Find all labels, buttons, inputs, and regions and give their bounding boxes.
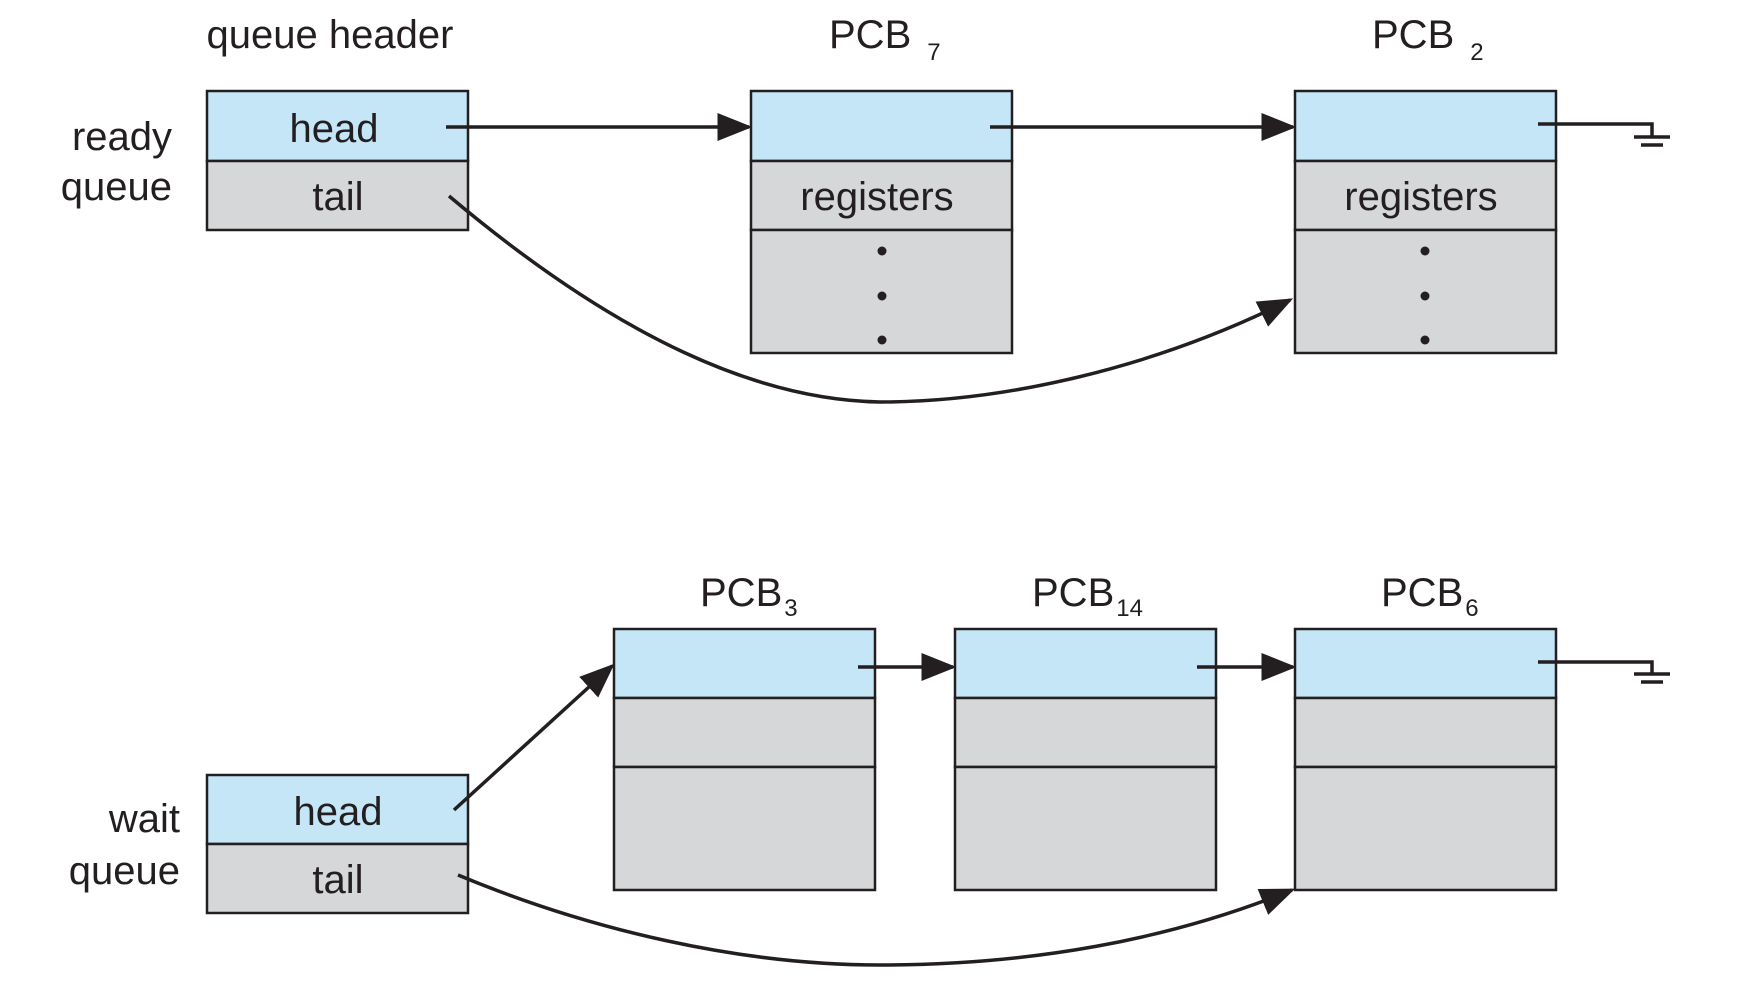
ready-tail-label: tail bbox=[312, 175, 363, 219]
pcb14-title: PCB14 bbox=[1032, 571, 1143, 622]
pcb3-field-3 bbox=[612, 765, 877, 892]
pcb6-field-3 bbox=[1293, 765, 1558, 892]
null-ground-icon bbox=[1538, 660, 1670, 684]
null-ground-icon bbox=[1538, 122, 1670, 147]
ready-head-label: head bbox=[290, 107, 379, 151]
pcb14-field-3 bbox=[953, 765, 1218, 892]
pcb3-pointer-field bbox=[612, 627, 877, 700]
wait-tail-label: tail bbox=[312, 858, 363, 902]
pcb6-block: PCB6 bbox=[1293, 571, 1558, 892]
wait-head-to-pcb3-arrow bbox=[452, 663, 615, 812]
ellipsis-dot bbox=[1420, 291, 1430, 301]
wait-queue-label-line2: queue bbox=[69, 849, 180, 893]
pcb14-pointer-field bbox=[953, 627, 1218, 700]
ready-queue-label-line2: queue bbox=[61, 165, 172, 209]
wait-head-field bbox=[205, 773, 470, 846]
ellipsis-dot bbox=[877, 335, 887, 345]
queue-header-label: queue header bbox=[207, 13, 454, 57]
pcb7-pointer-field bbox=[749, 89, 1014, 163]
pcb14-field-2 bbox=[953, 696, 1218, 769]
ready-queue-label-line1: ready bbox=[72, 115, 172, 159]
wait-queue-header: head tail bbox=[205, 773, 470, 915]
pcb3-field-2 bbox=[612, 696, 877, 769]
pcb2-registers-label: registers bbox=[1344, 175, 1497, 219]
pcb3-block: PCB3 bbox=[612, 571, 877, 892]
pcb7-registers-label: registers bbox=[800, 175, 953, 219]
wait-queue-label-line1: wait bbox=[108, 797, 180, 841]
wait-head-label: head bbox=[294, 790, 383, 834]
ready-tail-field bbox=[205, 159, 470, 232]
ready-head-field bbox=[205, 89, 470, 163]
ellipsis-dot bbox=[1420, 335, 1430, 345]
wait-tail-to-pcb6-arrow bbox=[457, 873, 1296, 967]
pcb2-pointer-field bbox=[1293, 89, 1558, 163]
pcb6-pointer-field bbox=[1293, 627, 1558, 700]
ready-tail-to-pcb2-arrow bbox=[447, 194, 1294, 404]
ellipsis-dot bbox=[877, 246, 887, 256]
pcb6-title: PCB6 bbox=[1381, 571, 1479, 622]
pcb3-title: PCB3 bbox=[700, 571, 798, 622]
ellipsis-dot bbox=[1420, 246, 1430, 256]
pcb14-block: PCB14 bbox=[953, 571, 1218, 892]
pcb6-field-2 bbox=[1293, 696, 1558, 769]
ellipsis-dot bbox=[877, 291, 887, 301]
ready-queue-header: head tail bbox=[205, 89, 470, 232]
